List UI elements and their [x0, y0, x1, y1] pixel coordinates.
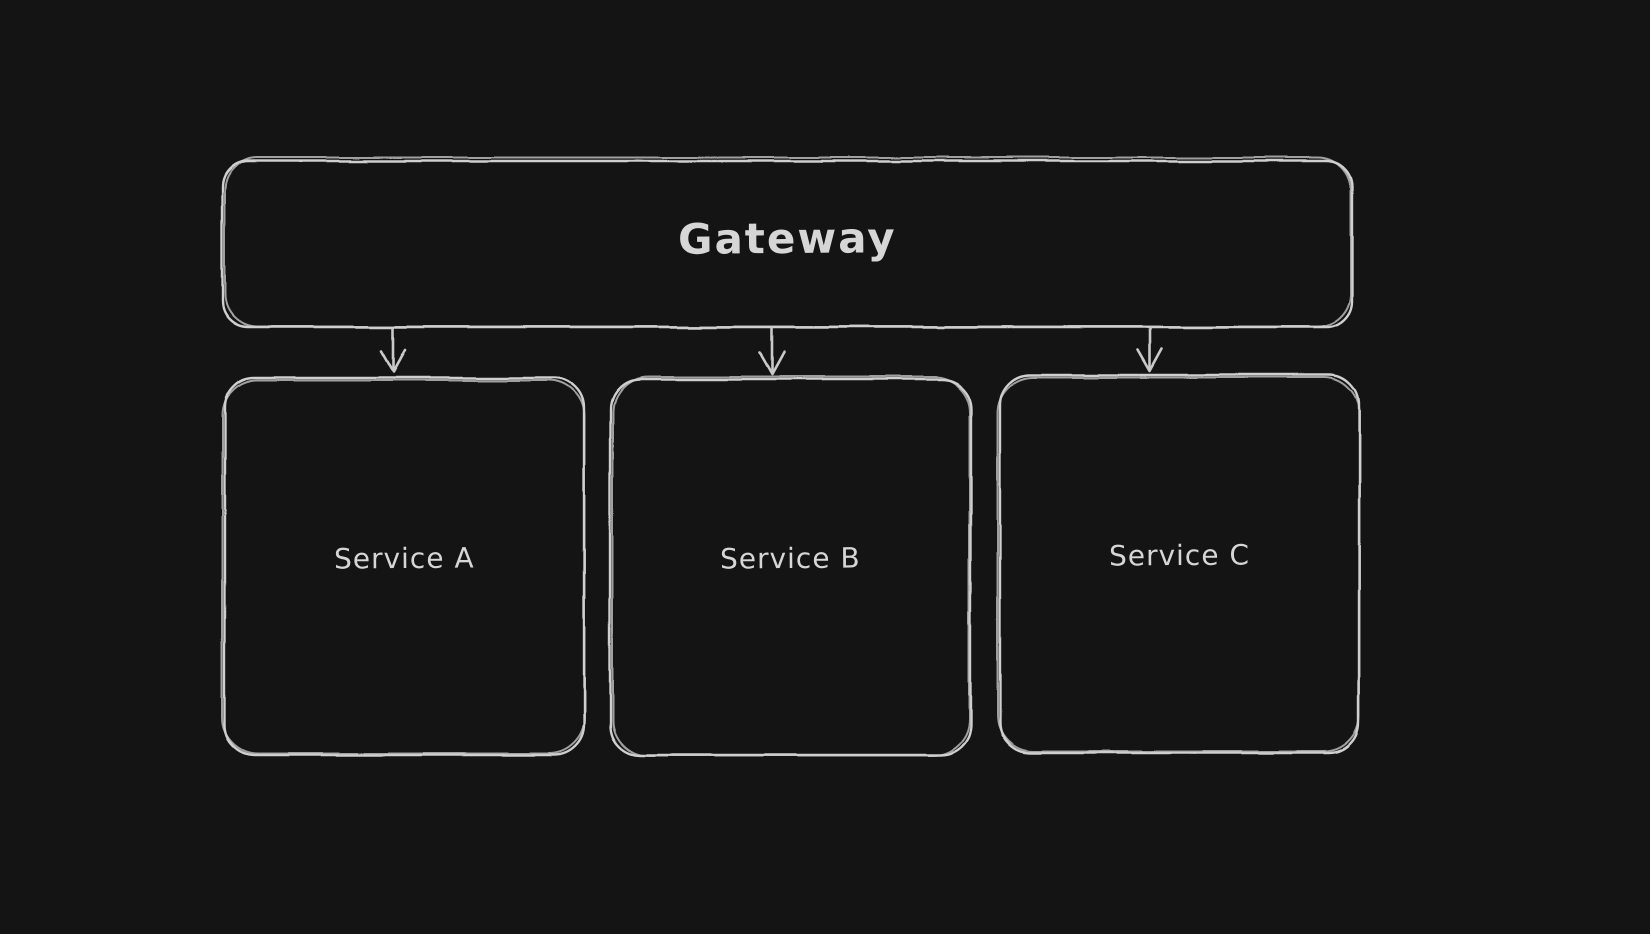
node-service-c[interactable]: Service C — [1000, 375, 1359, 753]
node-service-a-shape[interactable] — [221, 376, 586, 757]
node-gateway[interactable]: Gateway — [222, 161, 1352, 327]
edge-gateway-service-b[interactable] — [757, 326, 785, 376]
node-service-a-label: Service A — [334, 541, 475, 575]
node-service-c-shape[interactable] — [996, 373, 1361, 755]
node-gateway-shape[interactable] — [220, 156, 1354, 329]
edge-gateway-service-c[interactable] — [1136, 325, 1164, 373]
node-service-c-label: Service C — [1108, 538, 1251, 573]
node-service-b-label: Service B — [720, 541, 861, 576]
node-service-a[interactable]: Service A — [225, 378, 584, 755]
node-gateway-label: Gateway — [677, 212, 897, 264]
node-service-b-shape[interactable] — [608, 375, 973, 757]
edge-gateway-service-a[interactable] — [379, 326, 407, 374]
node-service-b[interactable]: Service B — [610, 379, 971, 755]
